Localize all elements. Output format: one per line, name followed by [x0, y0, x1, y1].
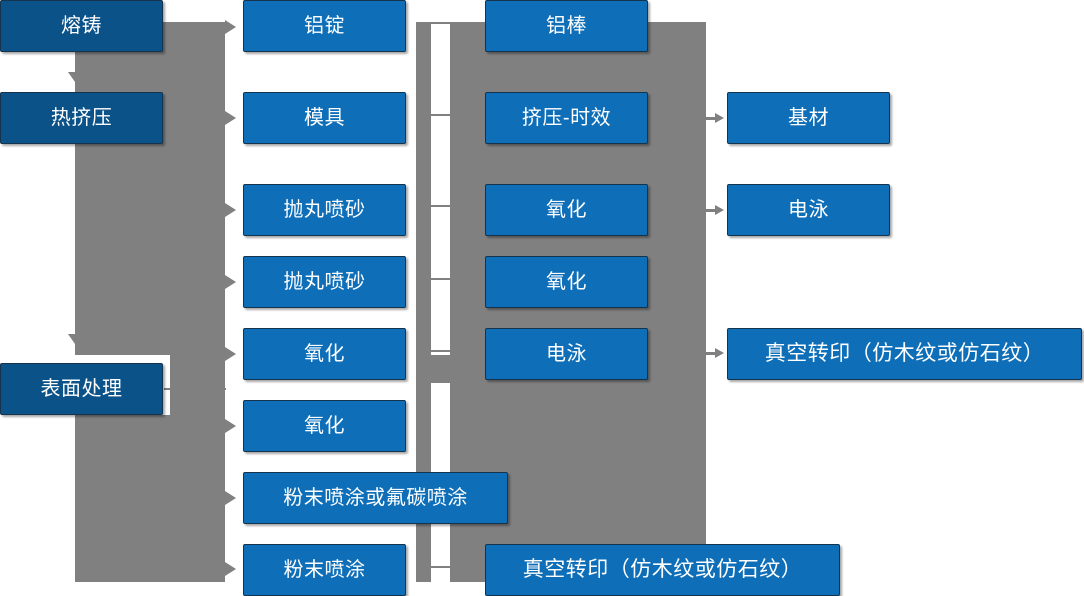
- process2-box-3[interactable]: 氧化: [485, 184, 648, 236]
- connector-arrow-row-2: [225, 111, 236, 125]
- connector-arrow-row-3: [225, 203, 236, 217]
- stage-box-3[interactable]: 表面处理: [0, 363, 163, 415]
- process2-box-5-label: 电泳: [546, 343, 587, 365]
- connector-stub-2: [430, 114, 452, 116]
- process1-box-3[interactable]: 抛丸喷砂: [243, 184, 406, 236]
- stage-box-2-label: 热挤压: [50, 107, 113, 129]
- connector-arrow-output-3: [706, 348, 724, 358]
- process2-box-3-label: 氧化: [546, 199, 587, 221]
- stage-box-1-label: 熔铸: [61, 15, 102, 37]
- connector-arrow-row-8: [225, 562, 236, 576]
- process2-box-5[interactable]: 电泳: [485, 328, 648, 380]
- output-box-3[interactable]: 真空转印（仿木纹或仿石纹）: [727, 328, 1082, 380]
- process1-box-6-label: 氧化: [304, 415, 345, 437]
- stage-box-3-label: 表面处理: [40, 378, 123, 400]
- connector-down-arrow-1: [68, 72, 82, 82]
- connector-arrow-row-5: [225, 347, 236, 361]
- process2-box-4-label: 氧化: [546, 271, 587, 293]
- connector-stub-5: [430, 350, 452, 352]
- connector-band-spine: [416, 22, 431, 582]
- process1-box-2[interactable]: 模具: [243, 92, 406, 144]
- connector-arrow-row-6: [225, 419, 236, 433]
- stage-box-2[interactable]: 热挤压: [0, 92, 163, 144]
- output-box-2[interactable]: 电泳: [727, 184, 890, 236]
- connector-stub-1: [430, 22, 452, 24]
- connector-arrow-row-7: [225, 491, 236, 505]
- output-box-1[interactable]: 基材: [727, 92, 890, 144]
- stage-box-1[interactable]: 熔铸: [0, 0, 163, 52]
- process2-box-2-label: 挤压-时效: [521, 107, 612, 129]
- output-box-1-label: 基材: [788, 107, 829, 129]
- connector-stub-stage3: [164, 388, 226, 390]
- process1-box-5[interactable]: 氧化: [243, 328, 406, 380]
- process1-box-7-label: 粉末喷涂或氟碳喷涂: [283, 487, 468, 509]
- process1-box-6[interactable]: 氧化: [243, 400, 406, 452]
- process2-box-6-label: 真空转印（仿木纹或仿石纹）: [522, 558, 803, 582]
- process1-box-1[interactable]: 铝锭: [243, 0, 406, 52]
- process1-box-3-label: 抛丸喷砂: [283, 199, 366, 221]
- connector-arrow-row-4: [225, 275, 236, 289]
- process1-box-4[interactable]: 抛丸喷砂: [243, 256, 406, 308]
- process2-box-2[interactable]: 挤压-时效: [485, 92, 648, 144]
- process2-box-1-label: 铝棒: [546, 15, 587, 37]
- output-box-3-label: 真空转印（仿木纹或仿石纹）: [764, 342, 1045, 366]
- output-box-2-label: 电泳: [788, 199, 829, 221]
- connector-down-arrow-2: [68, 334, 82, 344]
- process2-box-1[interactable]: 铝棒: [485, 0, 648, 52]
- connector-stub-4: [430, 278, 452, 280]
- process1-box-5-label: 氧化: [304, 343, 345, 365]
- process1-box-4-label: 抛丸喷砂: [283, 271, 366, 293]
- connector-arrow-output-1: [706, 113, 724, 123]
- process1-box-2-label: 模具: [304, 107, 345, 129]
- process2-box-6[interactable]: 真空转印（仿木纹或仿石纹）: [485, 544, 840, 596]
- process1-box-1-label: 铝锭: [304, 15, 345, 37]
- process1-box-8-label: 粉末喷涂: [283, 559, 366, 581]
- connector-stub-3: [430, 205, 452, 207]
- connector-arrow-row-1: [225, 20, 236, 34]
- process2-box-4[interactable]: 氧化: [485, 256, 648, 308]
- process1-box-8[interactable]: 粉末喷涂: [243, 544, 406, 596]
- process1-box-7[interactable]: 粉末喷涂或氟碳喷涂: [243, 472, 508, 524]
- connector-arrow-output-2: [706, 205, 724, 215]
- connector-stub-6: [430, 566, 452, 568]
